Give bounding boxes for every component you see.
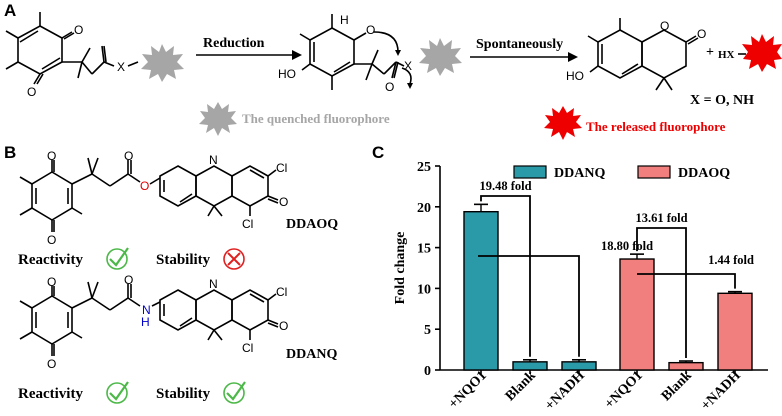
quenched-legend-burst xyxy=(199,102,237,136)
x-tick-label: Blank xyxy=(503,368,539,404)
x-tick-label: +NADH xyxy=(542,368,587,413)
panel-c-label: C xyxy=(372,143,384,162)
bracket xyxy=(637,273,736,289)
reduction-label: Reduction xyxy=(203,36,265,51)
hydroquinone-structure: O H HO O X xyxy=(278,13,462,94)
annotation-label: 1.44 fold xyxy=(708,253,754,267)
annotation-label: 19.48 fold xyxy=(479,179,531,193)
atom-o: O xyxy=(47,275,56,289)
hx-label: HX xyxy=(718,49,735,61)
linker-x: X xyxy=(117,60,125,74)
y-tick-label: 10 xyxy=(417,282,431,297)
atom-o: O xyxy=(385,80,394,94)
bar-ddanq-1 xyxy=(512,361,548,371)
ddanq-stability-label: Stability xyxy=(156,386,211,402)
atom-ho: HO xyxy=(278,67,296,81)
y-tick-label: 20 xyxy=(417,201,431,216)
panel-b: B O O O O xyxy=(4,143,338,404)
bracket xyxy=(478,255,580,357)
atom-ho: HO xyxy=(566,69,584,83)
atom-h: H xyxy=(340,13,349,27)
x-tick-label: Blank xyxy=(659,368,695,404)
quenched-label: The quenched fluorophore xyxy=(242,111,390,126)
ddanq-linker-n: N xyxy=(142,303,151,317)
atom-o: O xyxy=(124,149,133,163)
quinone-structure: O O X xyxy=(5,12,184,99)
atom-cl: Cl xyxy=(276,161,287,175)
atom-o: O xyxy=(47,233,56,247)
bracket xyxy=(636,227,687,359)
y-tick-label: 5 xyxy=(424,323,431,338)
bar-ddaoq-0 xyxy=(619,258,655,371)
atom-cl: Cl xyxy=(242,217,253,231)
check-icon xyxy=(106,247,129,270)
atom-o: O xyxy=(366,23,375,37)
panel-a: A O O X xyxy=(4,1,782,140)
ddaoq-name: DDAOQ xyxy=(286,217,338,232)
cross-icon xyxy=(223,248,245,270)
legend-swatch-ddanq xyxy=(513,165,547,179)
atom-o: O xyxy=(697,27,706,41)
panel-a-label: A xyxy=(4,1,16,20)
y-tick-label: 25 xyxy=(417,160,431,175)
ddaoq-stability-label: Stability xyxy=(156,252,211,268)
atom-o: O xyxy=(124,273,133,287)
atom-o: O xyxy=(27,85,36,99)
atom-cl: Cl xyxy=(242,341,253,355)
plus-sign: + xyxy=(706,45,714,60)
check-icon xyxy=(223,381,246,404)
y-tick-label: 0 xyxy=(424,364,431,379)
check-icon xyxy=(106,381,129,404)
spontaneous-arrow: Spontaneously xyxy=(470,37,578,62)
linker-x: X xyxy=(404,59,412,73)
ddaoq-linker-o: O xyxy=(140,179,149,193)
released-label: The released fluorophore xyxy=(586,119,726,134)
atom-n: N xyxy=(209,277,218,291)
y-tick-label: 15 xyxy=(417,242,431,257)
ddanq-structure: O O O H N N Cl O xyxy=(19,273,288,371)
atom-o: O xyxy=(279,195,288,209)
ddanq-linker-h: H xyxy=(141,315,150,329)
bar-ddaoq-2 xyxy=(717,292,753,371)
atom-o: O xyxy=(279,319,288,333)
ddanq-name: DDANQ xyxy=(286,347,337,362)
atom-n: N xyxy=(209,153,218,167)
x-definition: X = O, NH xyxy=(690,93,754,108)
ddaoq-structure: O O O O N Cl O xyxy=(19,149,288,247)
quenched-fluorophore-burst xyxy=(141,44,184,82)
bar-ddanq-2 xyxy=(561,361,597,371)
x-tick-label: +NADH xyxy=(698,368,743,413)
panel-b-label: B xyxy=(4,143,16,162)
atom-o: O xyxy=(74,23,83,37)
released-legend-burst xyxy=(544,106,582,140)
bracket xyxy=(480,195,531,357)
legend-label-ddanq: DDANQ xyxy=(554,166,605,181)
reduction-arrow: Reduction xyxy=(196,36,302,60)
lactone-structure: HO O O xyxy=(566,18,706,91)
released-fluorophore-burst xyxy=(742,34,782,72)
atom-o: O xyxy=(47,149,56,163)
quenched-fluorophore-burst xyxy=(419,38,462,76)
ddaoq-reactivity-label: Reactivity xyxy=(18,252,83,268)
atom-o: O xyxy=(47,357,56,371)
legend-swatch-ddaoq xyxy=(637,165,671,179)
ddanq-reactivity-label: Reactivity xyxy=(18,386,83,402)
annotation-label: 18.80 fold xyxy=(601,239,653,253)
x-tick-label: +NQO1 xyxy=(446,368,490,412)
atom-cl: Cl xyxy=(276,285,287,299)
y-axis-label: Fold change xyxy=(393,232,408,305)
spontaneous-label: Spontaneously xyxy=(476,37,563,52)
legend-label-ddaoq: DDAOQ xyxy=(678,166,730,181)
bar-ddaoq-1 xyxy=(668,361,704,371)
bar-ddanq-0 xyxy=(463,210,499,371)
x-tick-label: +NQO1 xyxy=(602,368,646,412)
annotation-label: 13.61 fold xyxy=(635,211,687,225)
atom-o: O xyxy=(660,19,669,33)
